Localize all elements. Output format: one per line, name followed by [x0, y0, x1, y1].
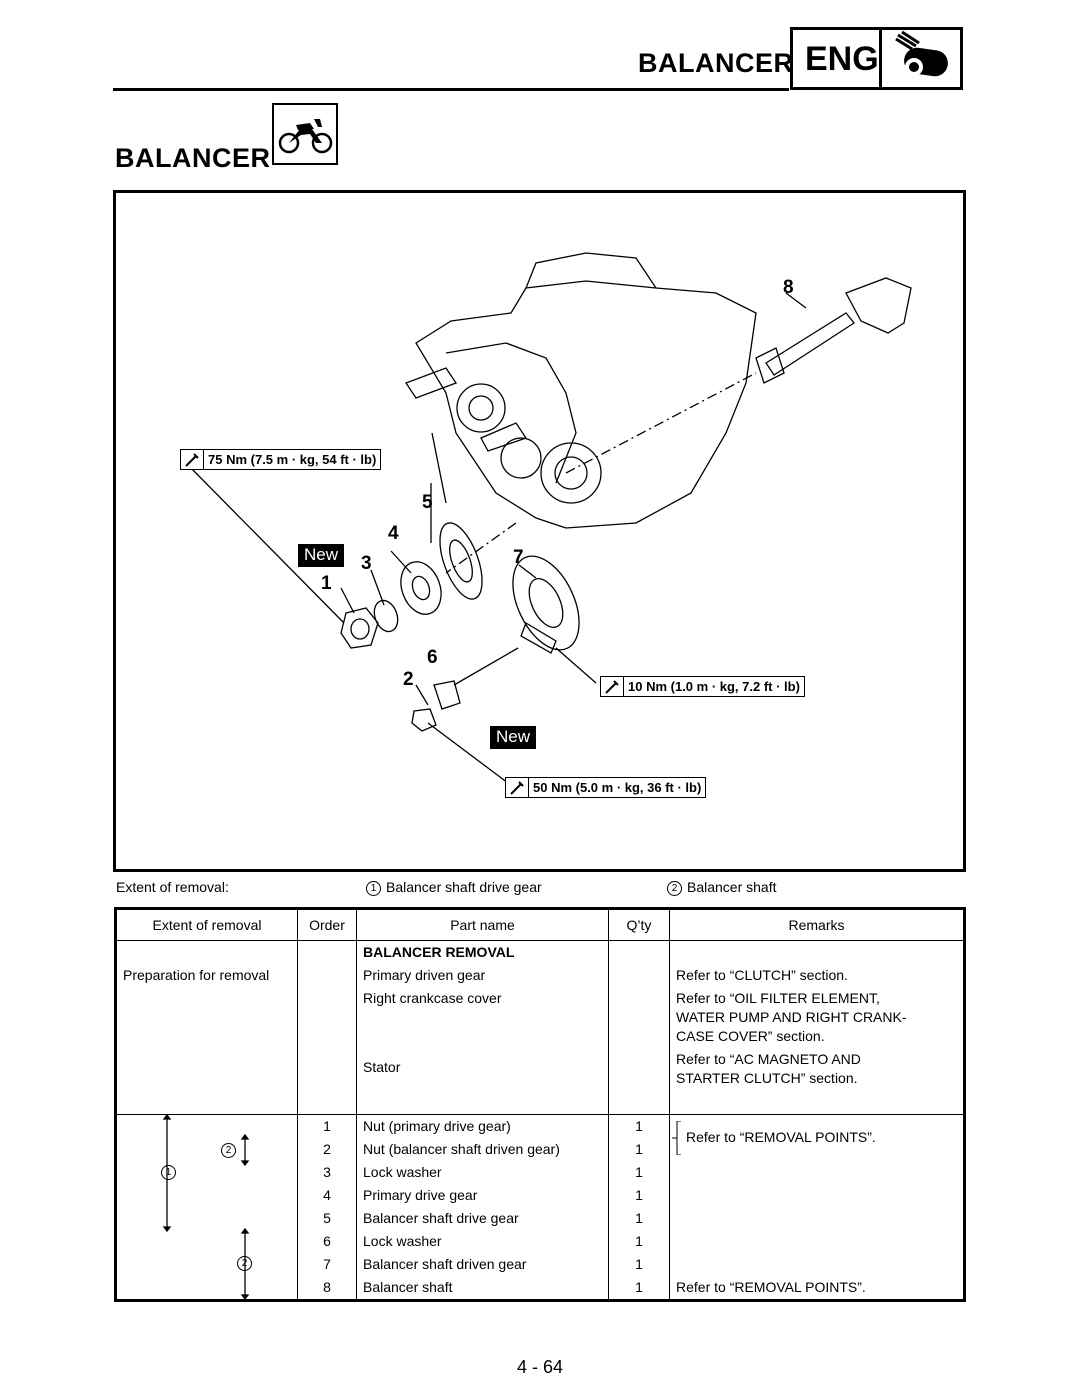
- part-cell: Balancer shaft drive gear: [363, 1210, 519, 1226]
- page-title: BALANCER: [115, 143, 271, 173]
- remark-removal-points: Refer to “REMOVAL POINTS”.: [686, 1129, 876, 1145]
- order-cell: 4: [323, 1187, 331, 1203]
- header-remarks: Remarks: [669, 908, 965, 941]
- callout-7: 7: [513, 547, 524, 568]
- torque-spec-75nm: 75 Nm (7.5 m · kg, 54 ft · lb): [180, 449, 382, 470]
- new-tag: New: [298, 544, 345, 567]
- header-extent: Extent of removal: [115, 908, 298, 941]
- order-cell: 2: [323, 1141, 331, 1157]
- prep-parts: BALANCER REMOVAL Primary driven gear Rig…: [356, 940, 609, 1115]
- list-item: Right crankcase cover: [363, 990, 502, 1006]
- order-cell: 1: [323, 1118, 331, 1134]
- remark-line: STARTER CLUTCH” section.: [676, 1070, 858, 1086]
- remarks-column: Refer to “REMOVAL POINTS”. Refer to “REM…: [669, 1114, 965, 1301]
- part-cell: Primary drive gear: [363, 1187, 478, 1203]
- callout-2: 2: [403, 669, 414, 690]
- qty-cell: 1: [635, 1233, 643, 1249]
- qty-cell: 1: [635, 1256, 643, 1272]
- order-cell: 8: [323, 1279, 331, 1295]
- remark-removal-points-2: Refer to “REMOVAL POINTS”.: [676, 1279, 866, 1295]
- new-tag: New: [490, 726, 537, 749]
- remark-line: Refer to “AC MAGNETO AND: [676, 1051, 861, 1067]
- header-section-title: BALANCER: [638, 48, 794, 78]
- part-cell: Nut (balancer shaft driven gear): [363, 1141, 560, 1157]
- torque-wrench-icon: [601, 677, 624, 696]
- qty-cell: 1: [635, 1187, 643, 1203]
- list-item: Stator: [363, 1059, 401, 1075]
- remark-line: Refer to “CLUTCH” section.: [676, 967, 848, 983]
- list-item: Primary driven gear: [363, 967, 486, 983]
- extent-marker-2b: 2: [237, 1256, 252, 1271]
- qty-cell: 1: [635, 1118, 643, 1134]
- parts-table: Extent of removal Order Part name Q’ty R…: [114, 907, 966, 1302]
- order-column: 1 2 3 4 5 6 7 8: [297, 1114, 357, 1301]
- empty-cell: [297, 940, 357, 1115]
- extent-arrows: [162, 1115, 250, 1299]
- circled-number: 1: [366, 881, 381, 896]
- callout-1: 1: [321, 573, 332, 594]
- table-row: 1 2 2 1 2 3 4 5 6 7 8 Nut (primary drive…: [116, 1114, 965, 1301]
- part-cell: Nut (primary drive gear): [363, 1118, 511, 1134]
- prep-label: Preparation for removal: [115, 940, 298, 1115]
- order-cell: 3: [323, 1164, 331, 1180]
- eng-badge: [790, 27, 963, 90]
- order-cell: 5: [323, 1210, 331, 1226]
- page-number: 4 - 64: [516, 1357, 564, 1377]
- torque-text: 75 Nm (7.5 m · kg, 54 ft · lb): [208, 452, 377, 467]
- header-order: Order: [297, 908, 357, 941]
- torque-spec-50nm: 50 Nm (5.0 m · kg, 36 ft · lb): [505, 777, 707, 798]
- extent-brackets: 1 2 2: [116, 1115, 298, 1301]
- part-cell: Lock washer: [363, 1164, 442, 1180]
- table-header-row: Extent of removal Order Part name Q’ty R…: [115, 908, 965, 941]
- empty-cell: [608, 940, 670, 1115]
- motorcycle-icon: [272, 103, 338, 165]
- section-heading: BALANCER REMOVAL: [363, 944, 515, 960]
- torque-text: 10 Nm (1.0 m · kg, 7.2 ft · lb): [628, 679, 800, 694]
- header-part-name: Part name: [356, 908, 609, 941]
- qty-cell: 1: [635, 1141, 643, 1157]
- extent-item-text: Balancer shaft: [687, 879, 777, 895]
- part-column: Nut (primary drive gear) Nut (balancer s…: [356, 1114, 609, 1301]
- header-qty: Q’ty: [608, 908, 670, 941]
- torque-wrench-icon: [181, 450, 204, 469]
- torque-spec-10nm: 10 Nm (1.0 m · kg, 7.2 ft · lb): [600, 676, 805, 697]
- callout-4: 4: [388, 523, 399, 544]
- circled-number: 2: [667, 881, 682, 896]
- remark-line: WATER PUMP AND RIGHT CRANK-: [676, 1009, 907, 1025]
- torque-text: 50 Nm (5.0 m · kg, 36 ft · lb): [533, 780, 702, 795]
- extent-item-text: Balancer shaft drive gear: [386, 879, 542, 895]
- extent-item-1: 1 Balancer shaft drive gear: [366, 879, 542, 896]
- remark-line: CASE COVER” section.: [676, 1028, 825, 1044]
- torque-wrench-icon: [506, 778, 529, 797]
- order-cell: 6: [323, 1233, 331, 1249]
- part-cell: Balancer shaft driven gear: [363, 1256, 527, 1272]
- bracket-icon: [672, 1121, 681, 1155]
- extent-marker-1: 1: [161, 1165, 176, 1180]
- qty-cell: 1: [635, 1164, 643, 1180]
- part-cell: Balancer shaft: [363, 1279, 453, 1295]
- callout-6: 6: [427, 647, 438, 668]
- extent-marker-2: 2: [221, 1143, 236, 1158]
- engine-icon: [879, 27, 963, 90]
- eng-label: ENG: [805, 40, 879, 78]
- balancer-illustration: [185, 252, 912, 784]
- header-rule: [113, 88, 789, 91]
- qty-cell: 1: [635, 1279, 643, 1295]
- callout-5: 5: [422, 492, 433, 513]
- qty-cell: 1: [635, 1210, 643, 1226]
- extent-item-2: 2 Balancer shaft: [667, 879, 777, 896]
- exploded-diagram: 75 Nm (7.5 m · kg, 54 ft · lb) 10 Nm (1.…: [113, 190, 966, 872]
- extent-label: Extent of removal:: [116, 879, 229, 895]
- remark-line: Refer to “OIL FILTER ELEMENT,: [676, 990, 880, 1006]
- part-cell: Lock washer: [363, 1233, 442, 1249]
- table-row: Preparation for removal BALANCER REMOVAL…: [115, 940, 965, 1115]
- callout-8: 8: [783, 277, 794, 298]
- qty-column: 1 1 1 1 1 1 1 1: [608, 1114, 670, 1301]
- prep-remarks: Refer to “CLUTCH” section. Refer to “OIL…: [669, 940, 965, 1115]
- callout-3: 3: [361, 553, 372, 574]
- order-cell: 7: [323, 1256, 331, 1272]
